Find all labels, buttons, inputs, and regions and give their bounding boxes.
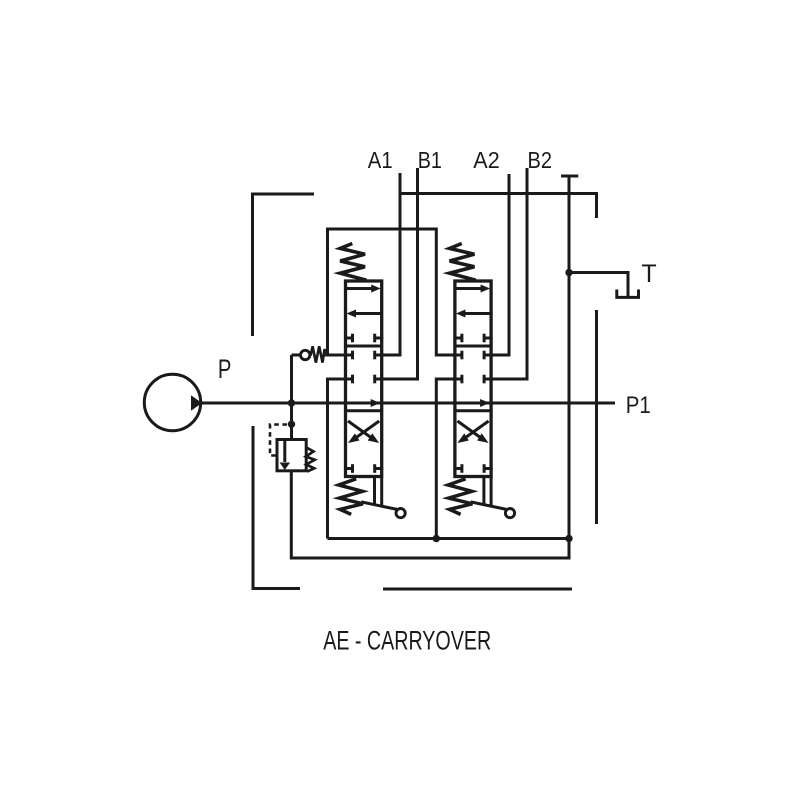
svg-text:A2: A2 <box>473 147 499 173</box>
svg-text:A1: A1 <box>368 147 393 173</box>
svg-text:AE - CARRYOVER: AE - CARRYOVER <box>323 625 491 656</box>
svg-text:P: P <box>218 354 232 384</box>
svg-text:P1: P1 <box>626 392 651 419</box>
svg-text:B2: B2 <box>528 147 553 173</box>
svg-text:B1: B1 <box>418 147 442 173</box>
svg-text:T: T <box>641 260 656 288</box>
